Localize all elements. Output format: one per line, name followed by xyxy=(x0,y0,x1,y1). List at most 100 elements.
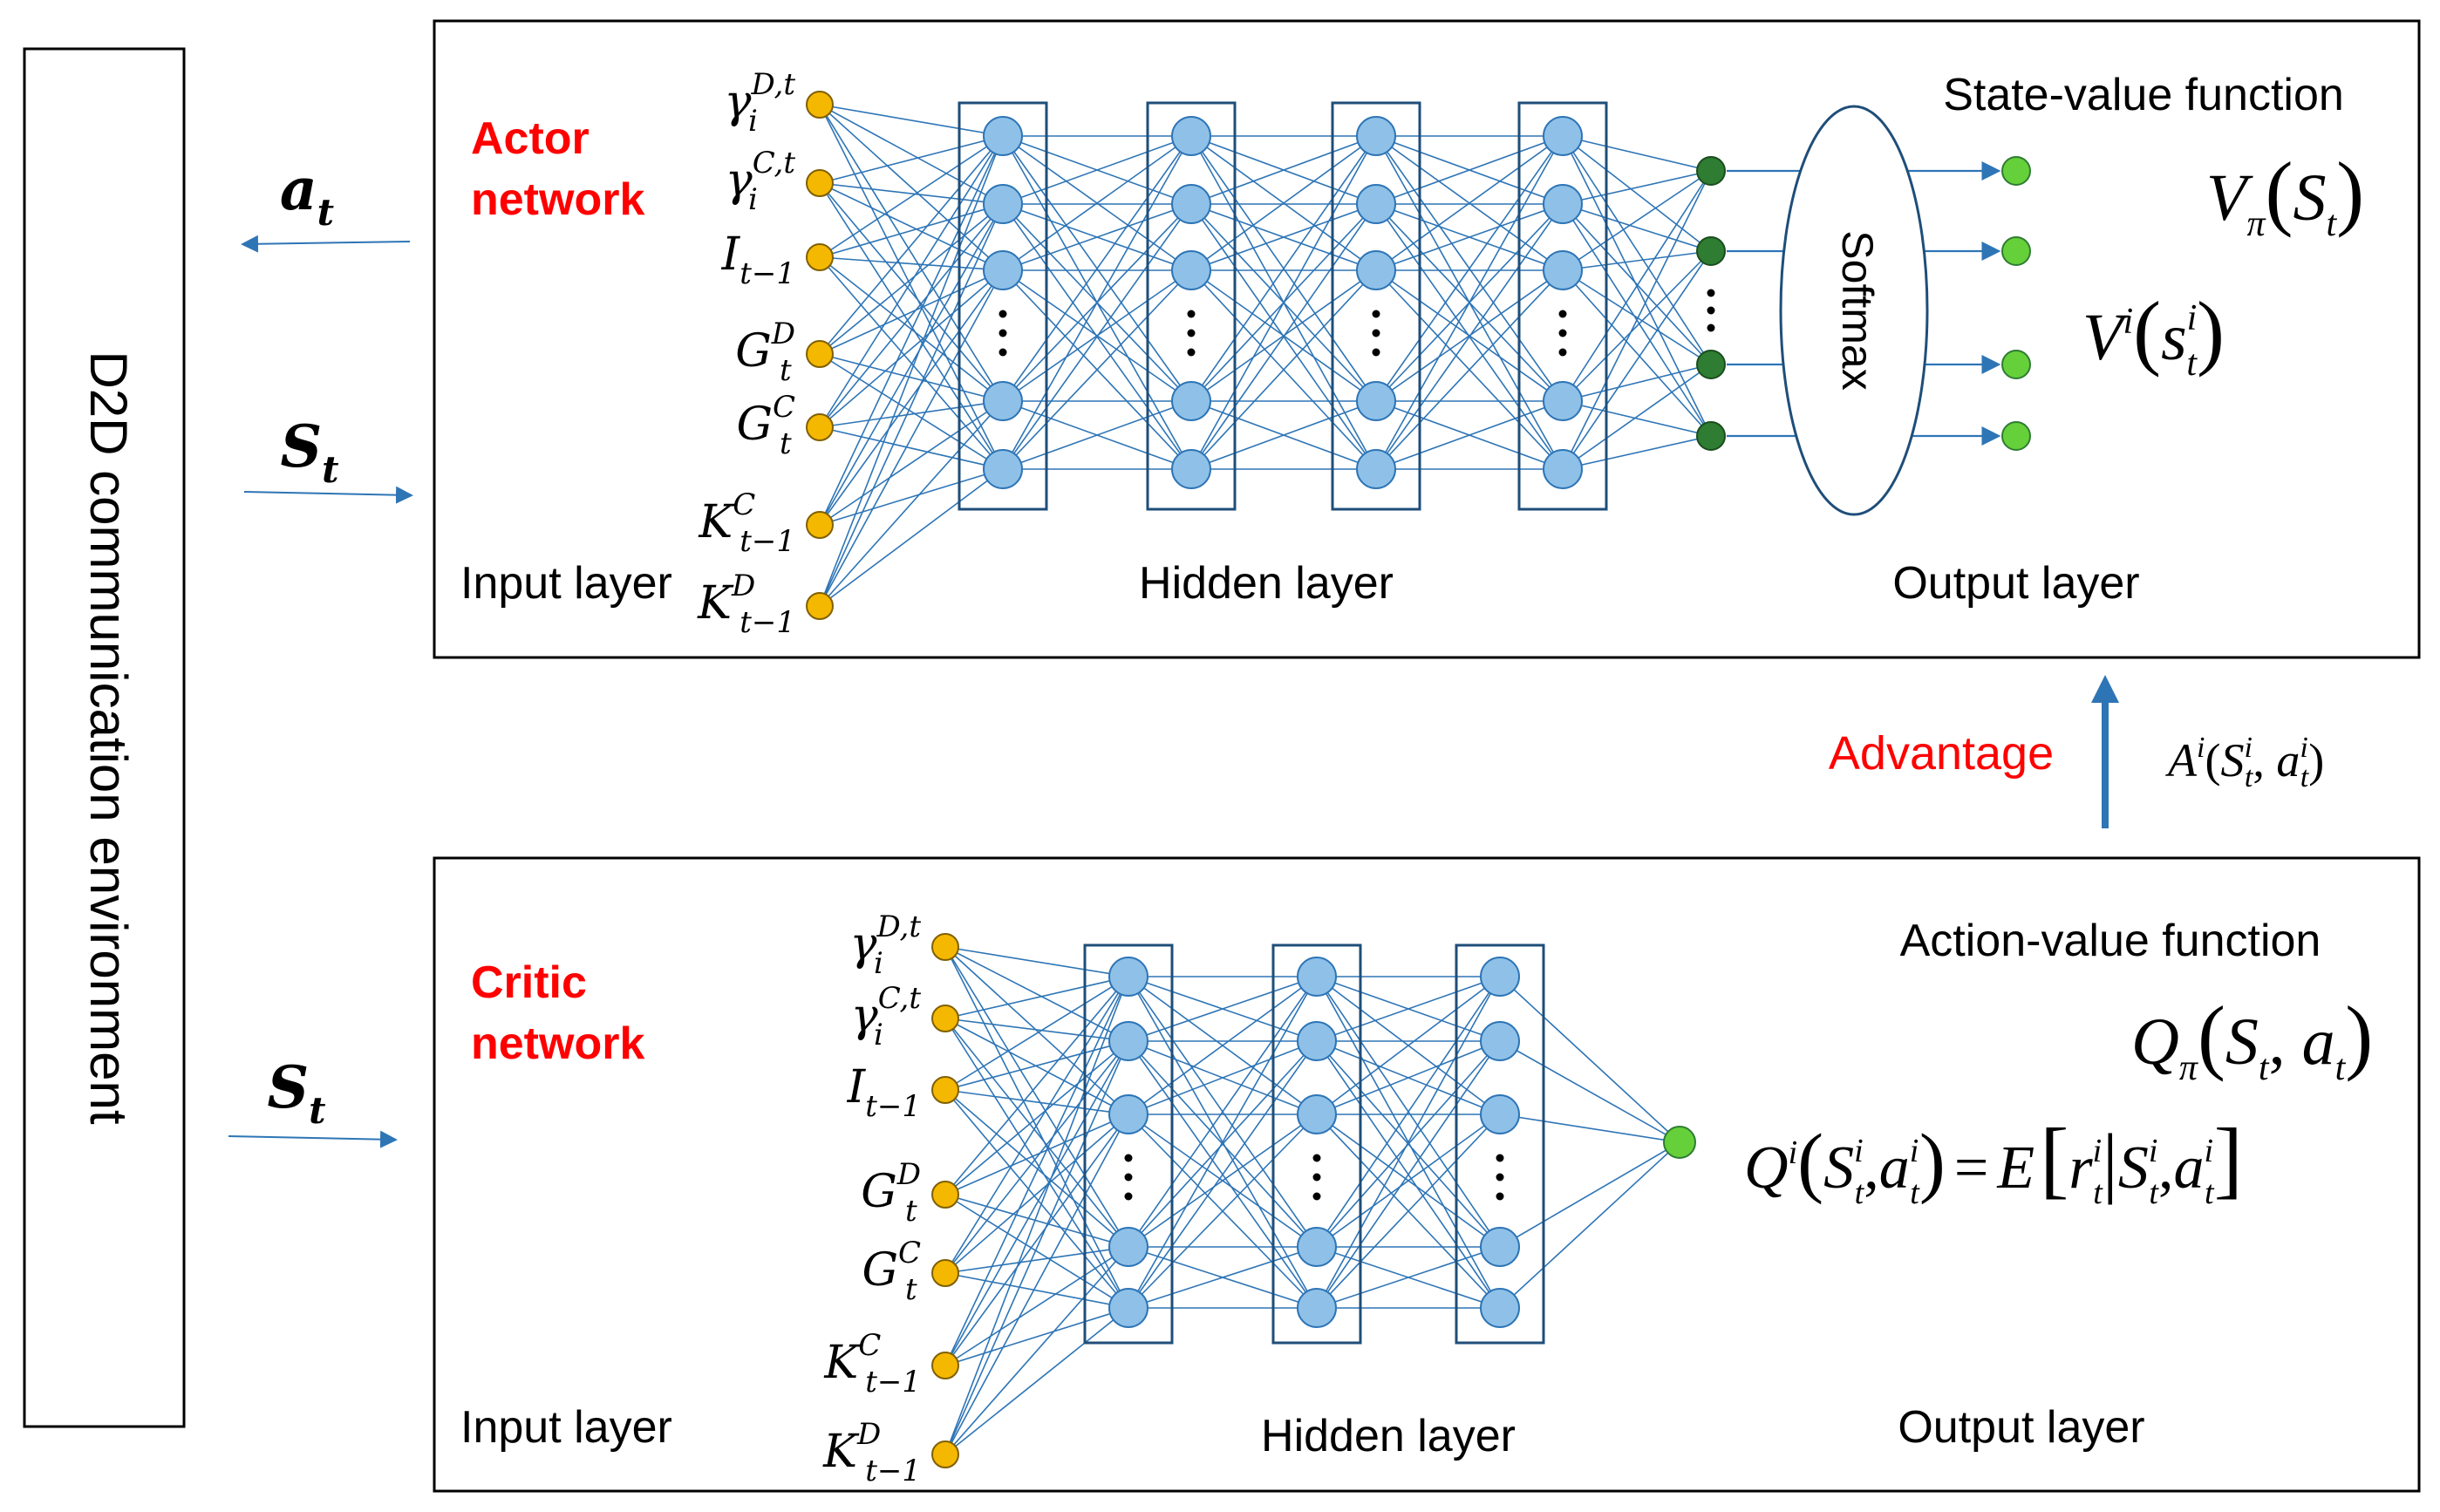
edge-input-hidden xyxy=(944,1040,1129,1274)
critic-title-line2: network xyxy=(471,1018,644,1069)
edge-input-hidden xyxy=(819,269,1004,607)
edge-hidden-output xyxy=(1499,1141,1680,1248)
edge-hidden-hidden xyxy=(1128,1114,1318,1248)
actor-output-layer-label: Output layer xyxy=(1892,558,2139,609)
hidden-layer-frame xyxy=(1271,943,1362,1345)
edge-input-hidden xyxy=(819,400,1004,607)
hidden-node xyxy=(983,184,1023,224)
critic-network: Critic network Input layer Hidden layer … xyxy=(433,856,2421,1493)
actor-final-output-node xyxy=(2001,350,2031,379)
edge-hidden-hidden xyxy=(1316,976,1501,1042)
hidden-node xyxy=(1108,1288,1148,1328)
edge-hidden-hidden xyxy=(1316,976,1501,1248)
edge-input-hidden xyxy=(944,1194,1129,1309)
hidden-layer-frame xyxy=(1146,101,1237,511)
hidden-node xyxy=(1480,957,1520,997)
edge-hidden-hidden xyxy=(1002,135,1192,271)
edge-input-hidden xyxy=(944,976,1129,1091)
edge-hidden-hidden xyxy=(1375,135,1564,470)
input-node xyxy=(806,243,834,271)
signal-state-critic: St xyxy=(228,1053,398,1148)
edge-input-hidden xyxy=(944,946,1129,1248)
input-node xyxy=(806,169,834,197)
critic-title-line1: Critic xyxy=(471,957,587,1008)
edge-input-hidden xyxy=(944,976,1129,1455)
edge-input-hidden xyxy=(944,1018,1129,1248)
softmax-label: Softmax xyxy=(1833,230,1882,390)
edge-hidden-hidden xyxy=(1190,135,1377,470)
edge-hidden-output xyxy=(1562,364,1712,470)
hidden-node xyxy=(1171,184,1211,224)
hidden-node xyxy=(1108,1094,1148,1134)
edge-hidden-hidden xyxy=(1128,976,1318,1309)
edge-hidden-hidden xyxy=(1316,976,1501,1309)
ellipsis-dot xyxy=(998,348,1007,357)
input-node xyxy=(931,1181,959,1209)
input-node xyxy=(806,413,834,441)
action-symbol: at xyxy=(280,155,334,234)
hidden-node xyxy=(1543,449,1583,489)
hidden-node xyxy=(983,250,1023,290)
hidden-node xyxy=(1297,1227,1337,1267)
ellipsis-dot xyxy=(1312,1154,1321,1162)
edge-hidden-hidden xyxy=(1128,1040,1318,1115)
edge-hidden-hidden xyxy=(1002,135,1192,470)
critic-function-label: Action-value function xyxy=(1900,916,2321,966)
edge-hidden-hidden xyxy=(1002,203,1192,271)
hidden-node xyxy=(1356,449,1396,489)
critic-edges xyxy=(944,946,1680,1455)
edge-hidden-hidden xyxy=(1375,269,1564,470)
edge-input-hidden xyxy=(819,400,1004,526)
edge-input-hidden xyxy=(944,1040,1129,1091)
ellipsis-dot xyxy=(1372,348,1380,357)
hidden-node xyxy=(1480,1288,1520,1328)
hidden-node xyxy=(1480,1094,1520,1134)
edge-input-hidden xyxy=(944,1089,1129,1248)
ellipsis-dot xyxy=(1187,348,1196,357)
hidden-node xyxy=(1171,250,1211,290)
critic-nodes xyxy=(931,933,1696,1468)
edge-hidden-hidden xyxy=(1375,400,1564,470)
hidden-node xyxy=(1480,1021,1520,1061)
edge-hidden-output xyxy=(1562,170,1712,402)
edge-hidden-hidden xyxy=(1190,203,1377,470)
edge-input-hidden xyxy=(819,135,1004,428)
edge-input-hidden xyxy=(944,976,1129,1195)
actor-final-output-node xyxy=(2001,421,2031,451)
critic-hidden-layer-frames xyxy=(1083,943,1545,1345)
edge-input-hidden xyxy=(819,135,1004,258)
edge-hidden-output xyxy=(1562,250,1712,470)
actor-final-output-node xyxy=(2001,236,2031,266)
edge-hidden-hidden xyxy=(1375,203,1564,470)
hidden-layer-frame xyxy=(958,101,1048,511)
edge-input-hidden xyxy=(819,203,1004,258)
hidden-node xyxy=(1356,116,1396,156)
hidden-node xyxy=(1108,1021,1148,1061)
edge-input-hidden xyxy=(944,1246,1129,1455)
edge-input-hidden xyxy=(819,203,1004,607)
ellipsis-dot xyxy=(1372,329,1380,337)
hidden-node xyxy=(1356,250,1396,290)
edge-input-hidden xyxy=(819,182,1004,271)
critic-output-layer-label: Output layer xyxy=(1898,1402,2144,1453)
hidden-layer-frame xyxy=(1083,943,1174,1345)
actor-network: Actor network Input layer Hidden layer O… xyxy=(433,19,2421,659)
edge-hidden-hidden xyxy=(1002,203,1192,470)
edge-input-hidden xyxy=(819,269,1004,355)
hidden-node xyxy=(1543,381,1583,421)
edge-input-hidden xyxy=(944,976,1129,1366)
edge-hidden-hidden xyxy=(1316,976,1501,1115)
hidden-node xyxy=(1297,1288,1337,1328)
ellipsis-dot xyxy=(1187,310,1196,318)
input-node xyxy=(806,511,834,539)
edge-hidden-hidden xyxy=(1190,400,1377,470)
edge-input-hidden xyxy=(819,135,1004,355)
edge-hidden-output xyxy=(1562,170,1712,205)
hidden-layer-frame xyxy=(1517,101,1608,511)
critic-input-layer-label: Input layer xyxy=(460,1402,672,1453)
softmax-block: Softmax xyxy=(1779,105,1929,516)
edge-input-hidden xyxy=(819,104,1004,470)
